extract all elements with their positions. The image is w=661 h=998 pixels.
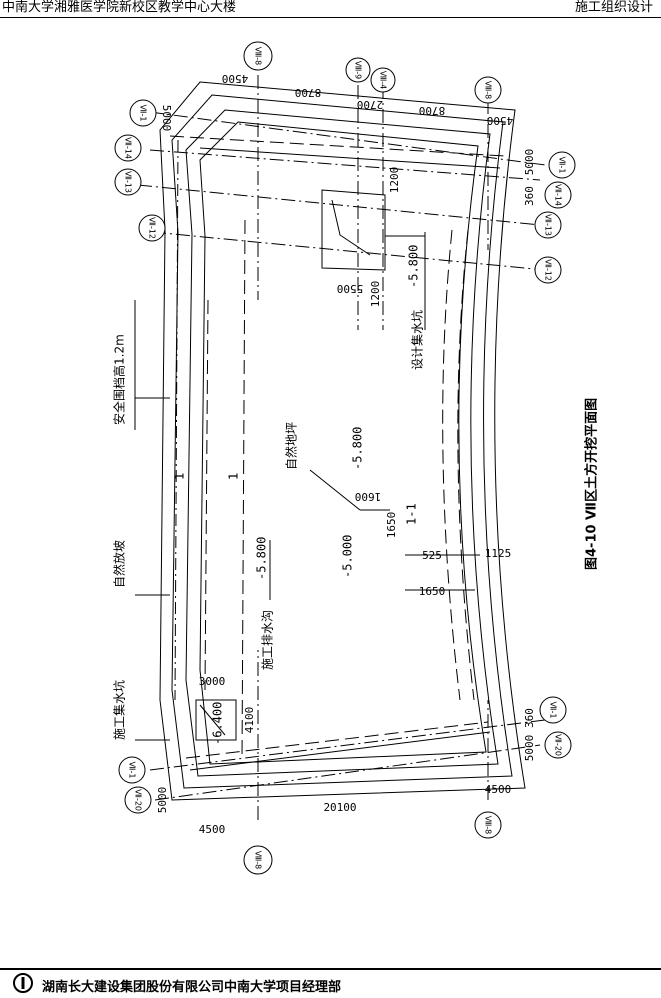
section-mark-b: 1 (227, 472, 241, 480)
construction-sump (195, 699, 237, 741)
dim-4500-br: 4500 (485, 783, 512, 796)
dim-4500-tr: 4500 (487, 114, 514, 127)
project-title: 中南大学湘雅医学院新校区教学中心大楼 (2, 0, 237, 15)
axis-viii4: Ⅷ-4 (379, 71, 388, 90)
dim-2700: 2700 (357, 98, 384, 111)
ditch-dashed-line (241, 219, 246, 761)
dim-20100: 20100 (323, 801, 356, 814)
axis-vii1-bl: Ⅶ-1 (128, 762, 137, 779)
section-mark-a: 1 (173, 472, 187, 480)
axis-vii13-r: Ⅶ-13 (544, 214, 553, 236)
label-natural-slope: 自然放坡 (112, 540, 127, 588)
axis-viii8-bot: Ⅷ-8 (254, 851, 263, 870)
label-natural-ground-level: -5.800 (351, 427, 365, 470)
label-section-1-1: 1-1 (405, 503, 419, 525)
axis-vii1-r: Ⅶ-1 (558, 157, 567, 174)
dim-4100: 4100 (243, 707, 256, 734)
dim-5000-br: 5000 (523, 735, 536, 762)
axis-viii8-bot2: Ⅷ-8 (484, 816, 493, 835)
page-header: 中南大学湘雅医学院新校区教学中心大楼 施工组织设计 (0, 0, 661, 18)
dim-525: 525 (422, 549, 442, 562)
label-construction-sump: 施工集水坑 (112, 680, 127, 740)
label-design-sump-level: -5.800 (407, 245, 421, 288)
dim-1600: 1600 (355, 490, 382, 503)
label-drain-ditch: 施工排水沟 (261, 610, 275, 670)
label-sump-level: -6.400 (211, 702, 225, 745)
dim-5000-tl: 5000 (160, 105, 173, 132)
dim-1650-a: 1650 (385, 512, 398, 539)
footer-company: 湖南长大建设集团股份有限公司中南大学项目经理部 (42, 980, 342, 995)
outer-excavation-boundary (159, 81, 526, 801)
axis-vii20-br: Ⅶ-20 (554, 734, 563, 756)
axis-viii8-top: Ⅷ-8 (254, 47, 263, 66)
axis-vii12-tl: Ⅶ-12 (148, 217, 157, 239)
drawing-caption: 图4-10 Ⅶ区土方开挖平面图 (584, 398, 600, 570)
footer-rule (0, 968, 661, 970)
axis-vii12-r: Ⅶ-12 (544, 259, 553, 281)
dim-5000-r: 5000 (523, 149, 536, 176)
dim-8700-top: 8700 (295, 86, 322, 99)
label-ditch-level: -5.800 (255, 537, 269, 580)
dim-1125: 1125 (485, 547, 512, 560)
dim-4500-bl: 4500 (199, 823, 226, 836)
design-sump (321, 189, 386, 271)
dim-1200-b: 1200 (369, 281, 382, 308)
inner-dashed-line (204, 299, 209, 691)
dim-1650-b: 1650 (419, 585, 446, 598)
right-dashed-line-2 (457, 229, 475, 701)
axis-vii1-tl: Ⅶ-1 (139, 105, 148, 122)
safety-rail-line (174, 139, 179, 701)
axis-vii14-r: Ⅶ-14 (554, 184, 563, 206)
right-dashed-line (442, 229, 461, 701)
dim-5000-bl: 5000 (156, 787, 169, 814)
dim-360-br: 360 (523, 708, 536, 728)
dim-5500: 5500 (337, 282, 364, 295)
label-safety-rail: 安全围档高1.2m (112, 334, 127, 425)
label-design-sump: 设计集水坑 (410, 310, 425, 370)
dim-360-r: 360 (523, 186, 536, 206)
axis-vii14-tl: Ⅶ-14 (124, 137, 133, 159)
axis-vii13-tl: Ⅶ-13 (124, 171, 133, 193)
dim-3000: 3000 (199, 675, 226, 688)
dim-4500-top: 4500 (222, 72, 249, 85)
axis-viii9: Ⅷ-9 (354, 61, 363, 80)
dim-8700-top2: 8700 (419, 104, 446, 117)
axis-vii1-br: Ⅶ-1 (549, 702, 558, 719)
label-level-5000: -5.000 (341, 535, 355, 578)
label-natural-ground: 自然地坪 (284, 422, 299, 470)
outer-boundary-2 (171, 94, 513, 789)
axis-vii20-bl: Ⅶ-20 (134, 789, 143, 811)
document-section-title: 施工组织设计 (574, 0, 653, 15)
dim-1200-a: 1200 (388, 167, 401, 194)
header-rule (0, 17, 661, 18)
company-logo-icon (13, 973, 33, 993)
axis-viii8-tr: Ⅷ-8 (484, 81, 493, 100)
pit-boundary-1 (185, 109, 499, 777)
